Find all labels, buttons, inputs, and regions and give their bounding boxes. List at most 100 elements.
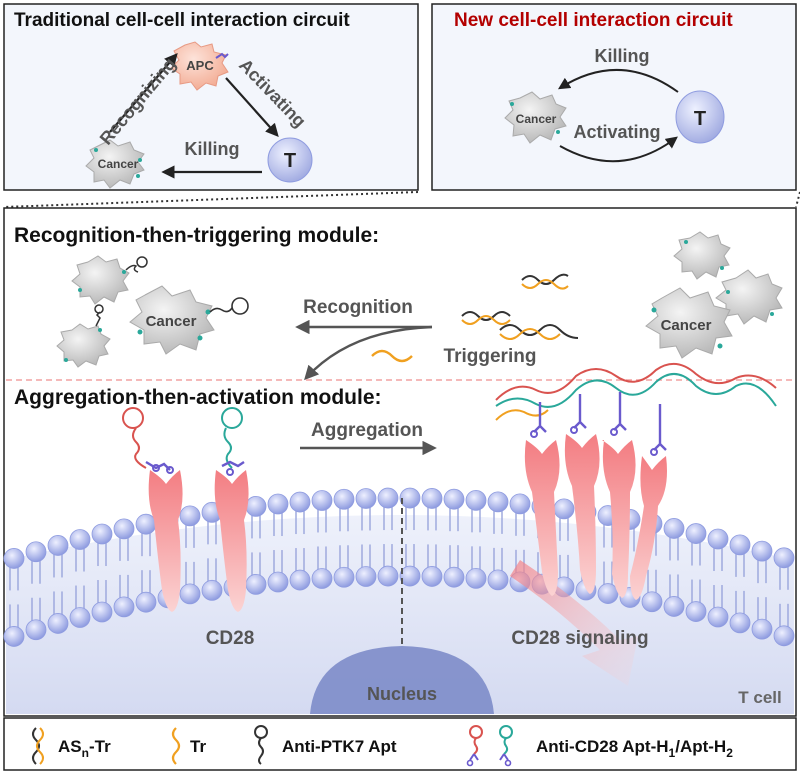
cancer-label-new: Cancer [516,112,557,126]
traditional-title: Traditional cell-cell interaction circui… [14,10,350,31]
lipid-head [69,529,91,550]
lipid-head [311,568,333,589]
lipid-head [465,567,487,589]
cancer-label-left: Cancer [146,313,197,330]
aptamer-h2-left [221,407,245,476]
lipid-head [25,541,47,563]
tr-icon [171,727,181,765]
as-tr-duplexes [461,273,579,340]
triggering-arrow [304,325,433,381]
cancer-cell-new [504,91,567,144]
lipid-head [91,523,113,545]
apc-receptor [215,52,229,59]
aggregated-aptamers [495,363,777,456]
lipid-head [113,518,135,540]
lipid-head [333,488,355,510]
cancer-label-traditional: Cancer [98,157,139,171]
lipid-head [47,535,69,556]
cancer-cell-right-2 [715,269,783,325]
lipid-head [399,565,421,587]
lipid-head [91,601,113,623]
lipid-head [267,493,289,515]
lipid-head [685,523,707,544]
anti-cd28-apt-icon [466,725,513,767]
cancer-cell-right-small [673,231,731,280]
cd28-receptor-left-1 [148,470,183,612]
lipid-head [751,618,773,640]
killing-label-traditional: Killing [185,139,240,159]
legend-tr: Tr [190,737,206,756]
nucleus [310,646,494,714]
legend-as-tr: ASn-Tr [58,737,111,760]
killing-arrow-new [557,69,679,93]
lipid-head [3,548,25,569]
activating-label-new: Activating [573,122,660,142]
t-cell-traditional [267,137,313,183]
lipid-head [729,534,751,556]
as-tr-icon [32,727,44,765]
lipid-head [25,619,47,641]
t-label-new: T [694,108,706,130]
cd28-signaling-label: CD28 signaling [511,628,648,649]
aptamer-h1-left [122,407,174,474]
lipid-head [377,487,399,509]
legend-ptk7: Anti-PTK7 Apt [282,737,397,756]
cd28-label: CD28 [206,628,255,649]
lipid-head [179,505,201,527]
lipid-head [707,528,729,550]
zoom-line-left [3,191,419,208]
legend [3,717,797,771]
cd28-receptor-cluster [524,434,667,600]
apc-cell [170,41,229,91]
lipid-head [333,566,355,588]
lipid-head [663,596,685,617]
lipid-head [399,487,421,509]
aggregation-module-title: Aggregation-then-activation module: [14,386,382,409]
lipid-head [443,488,465,510]
nucleus-label: Nucleus [367,684,437,704]
lipid-head [245,574,267,595]
lipid-head [69,607,91,628]
lipid-head [729,612,751,634]
lipid-head [707,606,729,628]
anti-ptk7-apt-icon [254,725,268,765]
new-panel [431,3,797,191]
lipid-head [421,566,443,587]
traditional-panel [3,3,419,191]
lipid-head [135,591,157,613]
cd28-receptor-left-2 [214,470,249,612]
lipid-head [553,498,575,520]
cancer-cell-traditional [85,139,145,189]
lipid-head [355,566,377,587]
apc-label: APC [186,58,214,73]
recognition-module-title: Recognition-then-triggering module: [14,224,379,247]
legend-cd28-apt: Anti-CD28 Apt-H1/Apt-H2 [536,737,733,760]
triggering-label: Triggering [444,346,537,367]
lipid-head [3,626,25,647]
lipid-head [685,601,707,622]
lipid-head [113,596,135,618]
cancer-cell-large-right [645,287,733,359]
lipid-head [245,496,267,517]
zoom-line-right [795,191,800,208]
recognition-label: Recognition [303,297,413,318]
lipid-head [773,547,795,569]
killing-label-new: Killing [595,46,650,66]
aggregation-label: Aggregation [311,420,423,441]
activating-arrow-new [559,136,678,163]
lipid-head [311,490,333,511]
t-cell-label: T cell [738,688,781,707]
cancer-cell-large-left [129,285,249,355]
recognizing-arrow [109,52,178,133]
lipid-head [641,591,663,613]
activating-arrow-traditional [225,77,279,137]
lipid-head [443,566,465,588]
lipid-head [267,571,289,593]
signaling-arrow [510,560,638,686]
lipid-head [179,583,201,605]
tr-strand-icon [371,349,413,363]
lipid-head [201,579,223,601]
lipid-head [377,565,399,587]
